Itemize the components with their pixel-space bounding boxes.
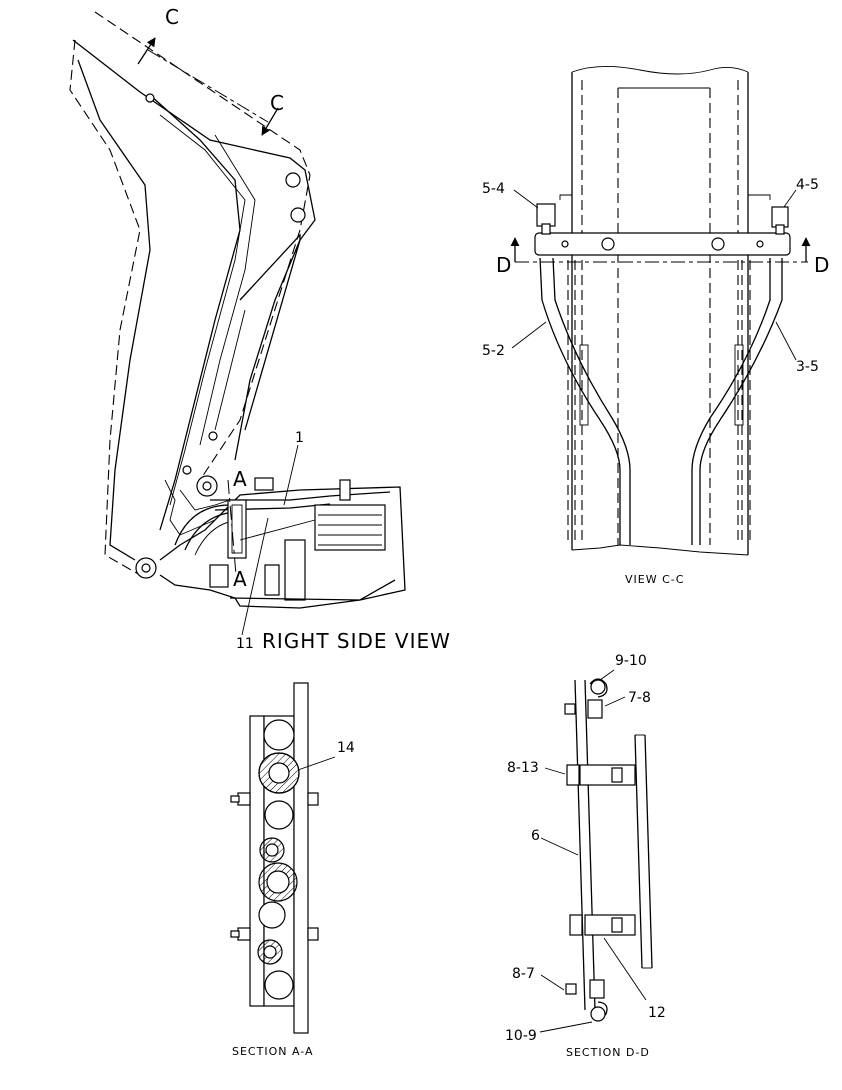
callout-4-5: 4-5 bbox=[796, 177, 819, 193]
callout-5-4: 5-4 bbox=[482, 181, 505, 197]
view-cc-title: VIEW C-C bbox=[625, 573, 684, 586]
callout-11: 11 bbox=[236, 636, 254, 652]
callout-5-2: 5-2 bbox=[482, 343, 505, 359]
view-cc: D D 5-4 4-5 5-2 3-5 VIEW C-C bbox=[482, 65, 830, 586]
section-mark-c-bottom: C bbox=[270, 91, 285, 115]
section-aa: 14 SECTION A-A bbox=[230, 682, 355, 1058]
callout-9-10: 9-10 bbox=[615, 653, 647, 669]
section-mark-d-right: D bbox=[814, 253, 830, 277]
right-side-view: C C A A 1 11 RIGHT SIDE VIEW bbox=[69, 5, 451, 653]
section-mark-c-top: C bbox=[165, 5, 180, 29]
callout-12: 12 bbox=[648, 1005, 666, 1021]
section-mark-a-top: A bbox=[233, 467, 248, 491]
right-side-view-title: RIGHT SIDE VIEW bbox=[262, 629, 451, 653]
callout-7-8: 7-8 bbox=[628, 690, 651, 706]
callout-8-13: 8-13 bbox=[507, 760, 539, 776]
callout-8-7: 8-7 bbox=[512, 966, 535, 982]
callout-10-9: 10-9 bbox=[505, 1028, 537, 1044]
section-mark-a-bottom: A bbox=[233, 567, 248, 591]
callout-1: 1 bbox=[295, 430, 304, 446]
section-mark-d-left: D bbox=[496, 253, 512, 277]
callout-3-5: 3-5 bbox=[796, 359, 819, 375]
callout-6: 6 bbox=[531, 828, 540, 844]
section-dd: 9-10 7-8 8-13 6 8-7 12 10-9 SECTION D-D bbox=[505, 653, 666, 1059]
tube-stack bbox=[257, 719, 300, 1000]
section-aa-title: SECTION A-A bbox=[232, 1045, 314, 1058]
callout-14: 14 bbox=[337, 740, 355, 756]
section-dd-title: SECTION D-D bbox=[566, 1046, 650, 1059]
